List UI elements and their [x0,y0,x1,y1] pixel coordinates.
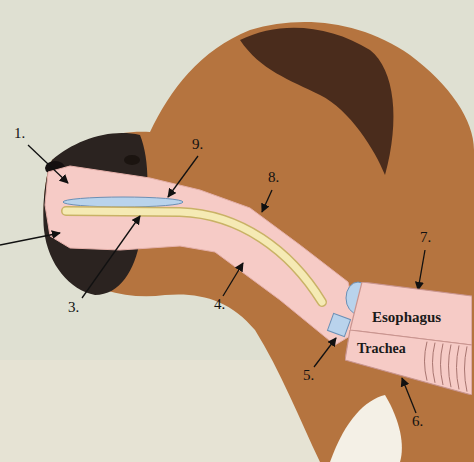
callout-number: 1. [14,126,25,141]
organ-label: Trachea [357,341,406,357]
hard-palate [63,197,183,207]
trachea-tube: Trachea [345,330,472,395]
cartilage-ring [449,345,452,388]
dog-head [44,22,474,462]
cartilage-ring [441,344,444,385]
cartilage-ring [433,343,436,383]
callout-number: 6. [412,414,423,429]
callout-number: 7. [420,230,431,245]
tongue [66,211,322,302]
cartilage-ring [457,345,460,389]
callout-number: 9. [192,137,203,152]
organ-label: Esophagus [372,309,441,326]
dog-eye [124,155,140,165]
cartilage-ring [425,342,428,381]
callout-number: 8. [268,170,279,185]
callout-number: 3. [68,300,79,315]
dog-ear [240,28,393,175]
chest-blaze [330,395,402,462]
oral-pharynx-region [45,166,360,345]
cartilage-ring [465,346,468,391]
callout-number: 4. [214,297,225,312]
tube-shape [345,330,472,395]
tongue-outline [66,211,322,302]
leader-lines [0,145,425,413]
callout-number: 5. [303,368,314,383]
tube-outline [345,330,472,395]
larynx [327,313,350,336]
